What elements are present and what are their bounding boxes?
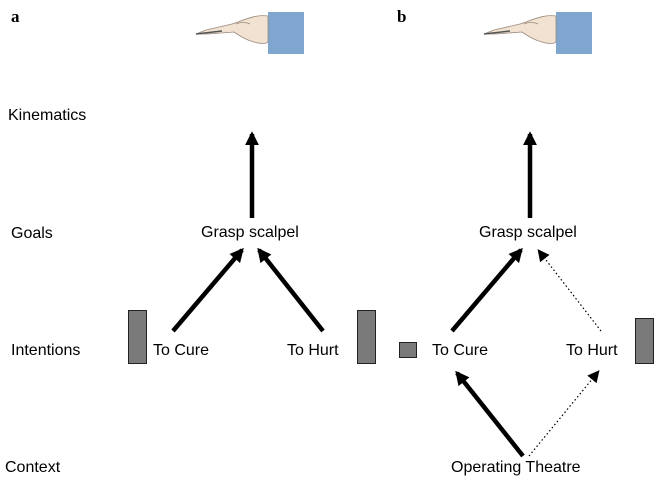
panel-a-to-cure-label: To Cure — [153, 342, 210, 359]
level-label-goals: Goals — [11, 225, 53, 242]
level-label-intentions: Intentions — [11, 342, 81, 359]
panel-b-hurt-to-goal-arrow — [537, 249, 602, 332]
level-label-context: Context — [5, 459, 61, 476]
panel-a-goal-label: Grasp scalpel — [201, 224, 299, 241]
panel-b-context-label: Operating Theatre — [451, 459, 581, 476]
panel-b-letter: b — [397, 7, 407, 26]
level-label-kinematics: Kinematics — [8, 107, 87, 124]
panel-a-letter: a — [11, 7, 20, 26]
panel-b-context-to-cure-arrow — [455, 370, 525, 458]
panel-a-to-cure-bar — [128, 310, 147, 364]
panel-b-context-to-hurt-arrow — [528, 370, 600, 457]
panel-a-hurt-to-goal-arrow — [257, 247, 325, 333]
panel-b-to-hurt-label: To Hurt — [566, 342, 618, 359]
panel-b-goal-label: Grasp scalpel — [479, 224, 577, 241]
panel-b-to-cure-label: To Cure — [432, 342, 489, 359]
panel-a-cure-to-goal-arrow — [171, 247, 244, 333]
panel-a-to-hurt-bar — [357, 310, 376, 364]
hand-scalpel-icon-b — [483, 12, 592, 54]
panel-b-to-hurt-bar — [635, 318, 654, 364]
panel-a-to-hurt-label: To Hurt — [287, 342, 339, 359]
hand-scalpel-icon-a — [195, 12, 304, 54]
panel-b-cure-to-goal-arrow — [450, 247, 523, 333]
panel-b-to-cure-bar — [399, 342, 417, 358]
